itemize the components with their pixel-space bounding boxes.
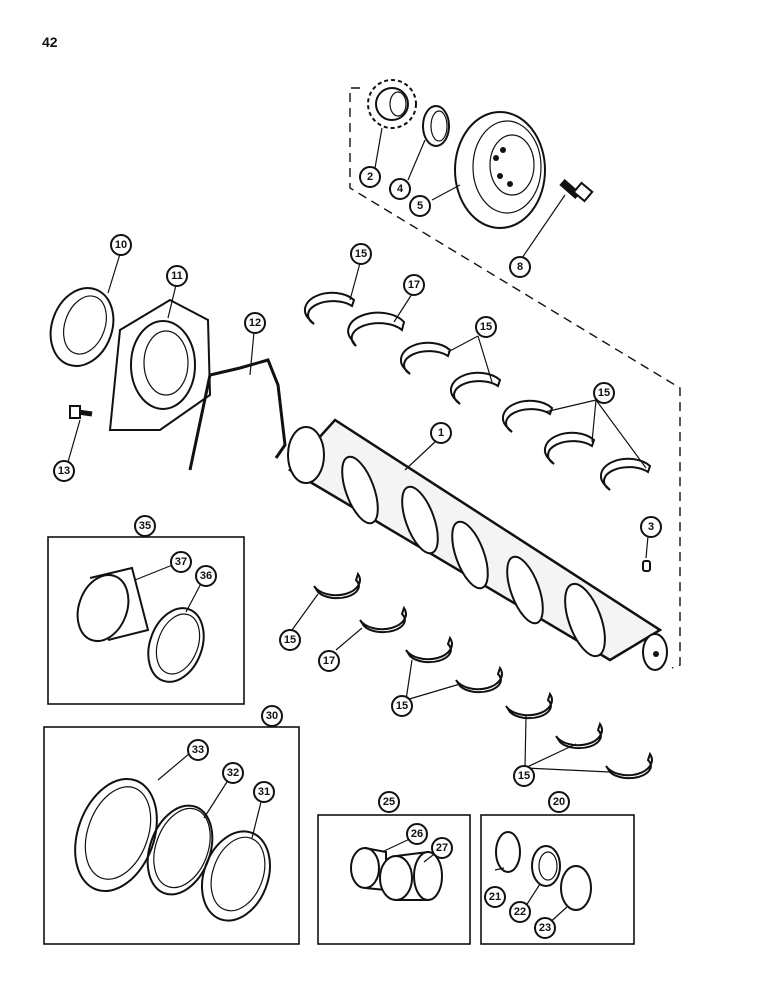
callout-label-23: 23 bbox=[539, 922, 551, 934]
callout-label-12: 12 bbox=[249, 317, 261, 329]
callout-15-f: 15 bbox=[513, 765, 535, 787]
callout-label-35: 35 bbox=[139, 520, 151, 532]
kit-box-25 bbox=[317, 814, 471, 945]
callout-label-1: 1 bbox=[438, 427, 444, 439]
callout-37: 37 bbox=[170, 551, 192, 573]
rear-seal-housing bbox=[108, 298, 212, 431]
callout-12: 12 bbox=[244, 312, 266, 334]
callout-10: 10 bbox=[110, 234, 132, 256]
kit-box-30 bbox=[43, 726, 300, 945]
callout-15-e: 15 bbox=[391, 695, 413, 717]
seal-21 bbox=[495, 831, 521, 873]
seal-33 bbox=[74, 777, 158, 893]
callout-label-13: 13 bbox=[58, 465, 70, 477]
callout-30: 30 bbox=[261, 705, 283, 727]
seal-23 bbox=[560, 865, 592, 911]
front-parts-bracket bbox=[349, 87, 681, 669]
callout-label-4: 4 bbox=[397, 183, 404, 195]
callout-label-30: 30 bbox=[266, 710, 278, 722]
kit-box-35 bbox=[47, 536, 245, 705]
housing-screw bbox=[69, 405, 93, 419]
callout-26: 26 bbox=[406, 823, 428, 845]
callout-21: 21 bbox=[484, 886, 506, 908]
callout-15-c: 15 bbox=[593, 382, 615, 404]
callout-label-15-a: 15 bbox=[355, 248, 367, 260]
callout-33: 33 bbox=[187, 739, 209, 761]
callout-label-17-b: 17 bbox=[323, 655, 335, 667]
sleeve-37 bbox=[76, 566, 150, 642]
main-bearings-upper bbox=[303, 291, 652, 491]
callout-label-11: 11 bbox=[171, 270, 183, 282]
crankshaft-pulley bbox=[454, 111, 546, 229]
callout-label-15-e: 15 bbox=[396, 700, 408, 712]
callout-8: 8 bbox=[509, 256, 531, 278]
callout-label-21: 21 bbox=[489, 891, 501, 903]
callout-label-5: 5 bbox=[417, 200, 423, 212]
housing-gasket bbox=[188, 358, 287, 471]
callout-label-15-c: 15 bbox=[598, 387, 610, 399]
callout-label-31: 31 bbox=[258, 786, 270, 798]
callout-27: 27 bbox=[431, 837, 453, 859]
callout-5: 5 bbox=[409, 195, 431, 217]
callout-20: 20 bbox=[548, 791, 570, 813]
callout-17-b: 17 bbox=[318, 650, 340, 672]
callout-label-10: 10 bbox=[115, 239, 127, 251]
bushing-27 bbox=[379, 850, 443, 901]
callout-label-20: 20 bbox=[553, 796, 565, 808]
callout-32: 32 bbox=[222, 762, 244, 784]
seal-31 bbox=[201, 830, 271, 922]
callout-11: 11 bbox=[166, 265, 188, 287]
callout-35: 35 bbox=[134, 515, 156, 537]
main-bearings-lower bbox=[313, 571, 653, 780]
callout-label-8: 8 bbox=[517, 261, 523, 273]
callout-label-2: 2 bbox=[367, 171, 373, 183]
ring-22 bbox=[531, 845, 561, 887]
callout-17-a: 17 bbox=[403, 274, 425, 296]
callout-4: 4 bbox=[389, 178, 411, 200]
ring-36 bbox=[147, 607, 205, 683]
callout-label-36: 36 bbox=[200, 570, 212, 582]
callout-22: 22 bbox=[509, 901, 531, 923]
callout-label-27: 27 bbox=[436, 842, 448, 854]
callout-label-15-d: 15 bbox=[284, 634, 296, 646]
callout-15-d: 15 bbox=[279, 629, 301, 651]
callout-label-15-f: 15 bbox=[518, 770, 530, 782]
pulley-bolt bbox=[559, 178, 594, 203]
callout-label-15-b: 15 bbox=[480, 321, 492, 333]
callout-label-37: 37 bbox=[175, 556, 187, 568]
crankshaft-gear bbox=[367, 79, 417, 129]
kit-box-20 bbox=[480, 814, 635, 945]
callout-label-17-a: 17 bbox=[408, 279, 420, 291]
callout-15-a: 15 bbox=[350, 243, 372, 265]
page-number: 42 bbox=[42, 34, 58, 50]
callout-31: 31 bbox=[253, 781, 275, 803]
spacer-ring bbox=[422, 105, 450, 147]
callout-label-25: 25 bbox=[383, 796, 395, 808]
callout-label-26: 26 bbox=[411, 828, 423, 840]
crankshaft-plug bbox=[642, 560, 651, 572]
callout-36: 36 bbox=[195, 565, 217, 587]
crankshaft bbox=[287, 418, 668, 671]
callout-23: 23 bbox=[534, 917, 556, 939]
rear-oil-seal bbox=[49, 287, 115, 367]
callout-15-b: 15 bbox=[475, 316, 497, 338]
callout-label-22: 22 bbox=[514, 906, 526, 918]
callout-1: 1 bbox=[430, 422, 452, 444]
callout-label-3: 3 bbox=[648, 521, 654, 533]
callout-2: 2 bbox=[359, 166, 381, 188]
callout-3: 3 bbox=[640, 516, 662, 538]
callout-label-33: 33 bbox=[192, 744, 204, 756]
callout-13: 13 bbox=[53, 460, 75, 482]
callout-25: 25 bbox=[378, 791, 400, 813]
callout-label-32: 32 bbox=[227, 767, 239, 779]
